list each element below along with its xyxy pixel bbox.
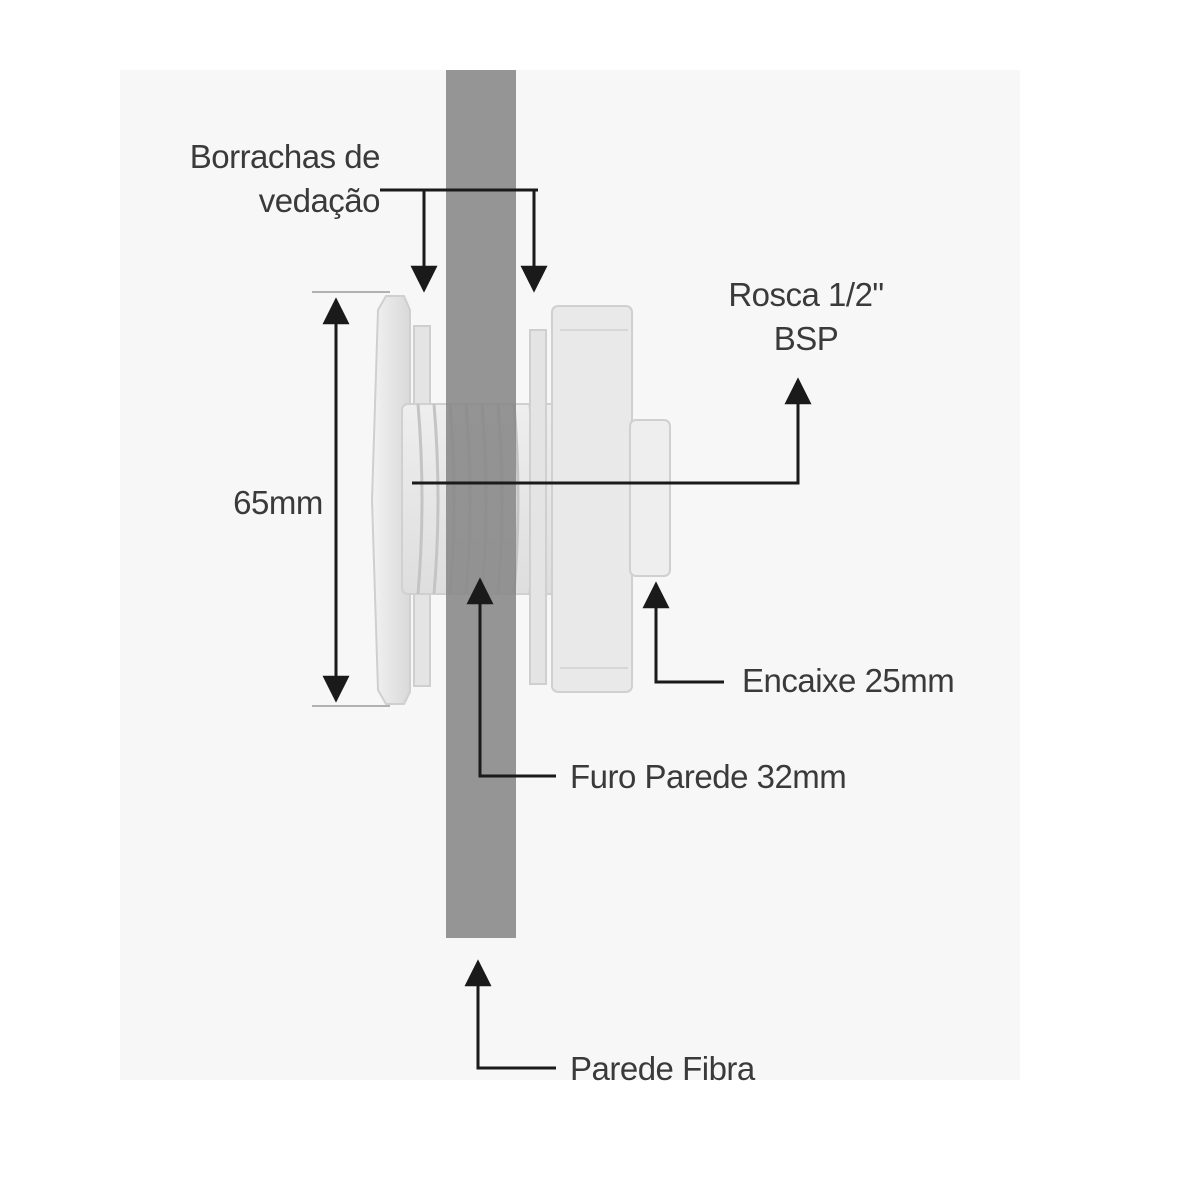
annotation-lines [312, 188, 812, 1070]
hole-label: Furo Parede 32mm [570, 758, 846, 795]
wall-leader [464, 959, 556, 1070]
fiber-wall [446, 70, 516, 938]
right-seal [529, 329, 547, 685]
height-label: 65mm [233, 484, 323, 521]
left-flange [370, 295, 411, 705]
thread-label-line2: BSP [774, 320, 839, 357]
fitting-label: Encaixe 25mm [742, 662, 954, 699]
fitting-leader [642, 581, 724, 684]
seals-label-line1: Borrachas de [190, 138, 380, 175]
hole-leader [466, 577, 556, 778]
thread-leader [412, 377, 812, 485]
wall-label: Parede Fibra [570, 1050, 756, 1087]
seals-label-line2: vedação [259, 182, 380, 219]
spigot [629, 419, 671, 577]
thread-label-line1: Rosca 1/2" [728, 276, 883, 313]
nut [551, 305, 633, 693]
wall-fitting [370, 295, 671, 705]
